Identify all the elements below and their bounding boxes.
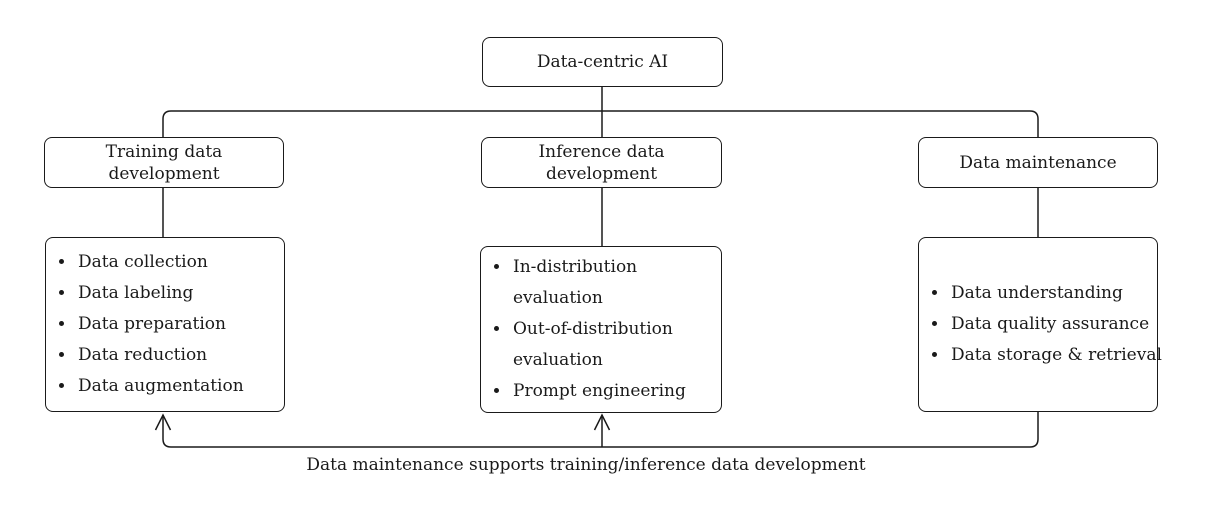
arrowhead-up-middle-icon	[593, 413, 611, 431]
support-connector-line	[162, 412, 1039, 448]
list-item: In-distribution evaluation	[511, 252, 686, 314]
branch-rail-line	[162, 110, 1039, 137]
support-caption: Data maintenance supports training/infer…	[306, 455, 866, 475]
data-maintenance-box: Data maintenance	[918, 137, 1158, 188]
list-item: Prompt engineering	[511, 376, 686, 407]
arrowhead-up-left-icon	[154, 413, 172, 431]
inference-items-box: In-distribution evaluation Out-of-distri…	[480, 246, 722, 413]
maintenance-items-list: Data understanding Data quality assuranc…	[919, 278, 1166, 371]
maintenance-box-label: Data maintenance	[959, 152, 1117, 173]
list-item: Out-of-distribution evaluation	[511, 314, 686, 376]
root-box-label: Data-centric AI	[536, 52, 669, 72]
list-item: Data augmentation	[76, 371, 244, 402]
list-item: Data labeling	[76, 278, 244, 309]
training-box-label: Training data development	[105, 141, 223, 184]
list-item: Data storage & retrieval	[949, 340, 1162, 371]
list-item: Data preparation	[76, 309, 244, 340]
training-data-development-box: Training data development	[44, 137, 284, 188]
maintenance-items-box: Data understanding Data quality assuranc…	[918, 237, 1162, 412]
list-item: Data reduction	[76, 340, 244, 371]
training-items-box: Data collection Data labeling Data prepa…	[45, 237, 285, 412]
inference-items-list: In-distribution evaluation Out-of-distri…	[481, 252, 690, 407]
inference-data-development-box: Inference data development	[481, 137, 722, 188]
root-box: Data-centric AI	[482, 37, 723, 87]
list-item: Data understanding	[949, 278, 1162, 309]
inference-box-label: Inference data development	[538, 141, 665, 184]
training-items-list: Data collection Data labeling Data prepa…	[46, 247, 248, 402]
list-item: Data quality assurance	[949, 309, 1162, 340]
list-item: Data collection	[76, 247, 244, 278]
